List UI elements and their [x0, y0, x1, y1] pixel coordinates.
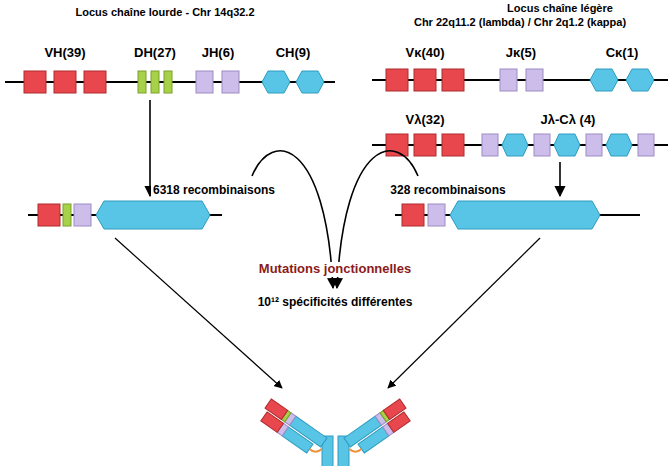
heavy-locus-part	[164, 71, 172, 93]
antibody-part	[309, 443, 321, 455]
locus-title: Locus chaîne lourde - Chr 14q32.2	[75, 6, 254, 19]
antibody-part	[358, 427, 389, 453]
segment-label: Jκ(5)	[506, 46, 536, 61]
rearranged-light-part	[450, 201, 600, 229]
heavy-locus-part	[84, 71, 106, 93]
antibody-part	[387, 412, 410, 432]
kappa-locus-part	[414, 69, 436, 91]
rearranged-heavy-part	[96, 201, 210, 229]
specificity-label: 10¹² spécificités différentes	[258, 296, 413, 310]
kappa-locus-part	[526, 69, 543, 91]
lambda-locus-part	[442, 134, 464, 156]
antibody	[258, 399, 414, 466]
heavy-locus-part	[54, 71, 76, 93]
rearranged-heavy-part	[38, 204, 60, 226]
lambda-locus	[372, 134, 668, 156]
kappa-locus-part	[626, 69, 654, 91]
converging-curve	[252, 151, 418, 288]
rearranged-light-part	[402, 204, 424, 226]
heavy-locus-part	[24, 71, 46, 93]
lambda-locus-part	[482, 134, 498, 156]
lambda-locus-part	[638, 134, 654, 156]
locus-subtitle: Chr 22q11.2 (lambda) / Chr 2q1.2 (kappa)	[414, 16, 626, 29]
antibody-part	[282, 427, 313, 453]
rearranged-light	[395, 201, 640, 229]
rearranged-heavy-part	[74, 204, 91, 226]
kappa-locus-part	[386, 69, 408, 91]
assembly-arrow-part	[115, 238, 282, 388]
lambda-locus-part	[414, 134, 436, 156]
recombination-count: 6318 recombinaisons	[151, 184, 277, 198]
heavy-locus-part	[296, 71, 324, 93]
kappa-locus-part	[500, 69, 517, 91]
segment-label: VH(39)	[44, 46, 85, 61]
recombination-arrow-part	[149, 100, 151, 196]
segment-label: Jλ-Cλ (4)	[541, 113, 596, 128]
mutation-label: Mutations jonctionnelles	[257, 262, 413, 277]
lambda-locus-part	[586, 134, 602, 156]
segment-label: Vκ(40)	[405, 46, 444, 61]
kappa-locus-part	[590, 69, 618, 91]
assembly-arrow	[115, 238, 540, 388]
heavy-locus-part	[138, 71, 146, 93]
heavy-locus-part	[196, 71, 213, 93]
segment-label: DH(27)	[134, 46, 176, 61]
rearranged-heavy-part	[63, 204, 71, 226]
kappa-locus	[372, 69, 668, 91]
antibody-part	[349, 443, 361, 455]
segment-label: CH(9)	[276, 46, 311, 61]
rearranged-light-part	[428, 204, 445, 226]
assembly-arrow-part	[388, 238, 540, 388]
heavy-locus-part	[262, 71, 290, 93]
heavy-locus-part	[222, 71, 239, 93]
heavy-locus	[5, 71, 335, 93]
lambda-locus-part	[606, 134, 632, 156]
lambda-locus-part	[502, 134, 528, 156]
lambda-locus-part	[534, 134, 550, 156]
rearranged-heavy	[28, 201, 222, 229]
lambda-locus-part	[554, 134, 580, 156]
recombination-arrow	[150, 100, 560, 196]
antibody-part	[261, 412, 284, 432]
recombination-count: 328 recombinaisons	[388, 184, 507, 198]
segment-label: Cκ(1)	[606, 46, 639, 61]
heavy-locus-part	[151, 71, 159, 93]
kappa-locus-part	[442, 69, 464, 91]
recombination-arrow-part	[559, 162, 561, 196]
locus-title: Locus chaîne légère	[507, 2, 613, 15]
segment-label: Vλ(32)	[405, 113, 444, 128]
segment-label: JH(6)	[202, 46, 235, 61]
